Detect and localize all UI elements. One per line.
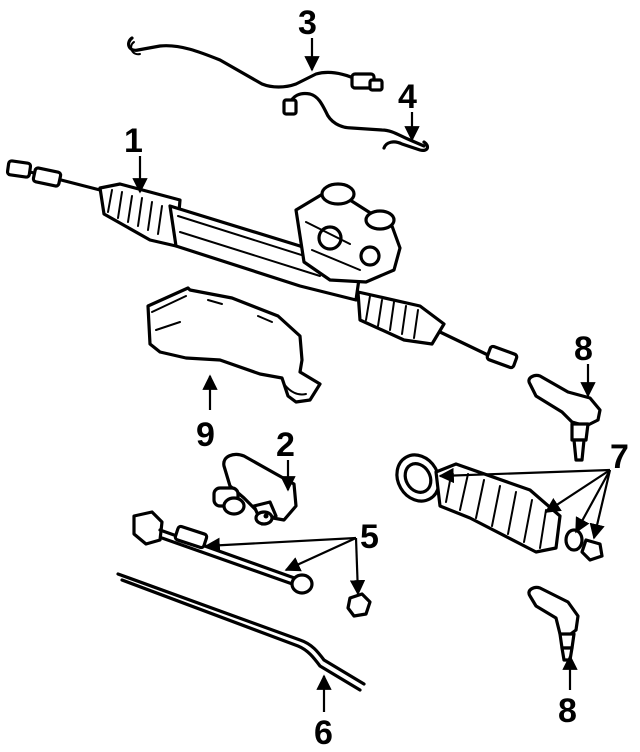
callout-3: 3 <box>298 4 317 42</box>
tie-rod-bar-part <box>116 572 366 692</box>
callout-6: 6 <box>314 714 333 752</box>
callout-1: 1 <box>124 122 143 160</box>
callout-2: 2 <box>276 426 295 464</box>
steering-gear-assembly-part <box>5 159 519 370</box>
callout-7: 7 <box>610 438 629 476</box>
leader-5c <box>349 537 366 596</box>
leader-5b <box>284 536 357 572</box>
callout-4: 4 <box>398 78 417 116</box>
callout-5: 5 <box>360 518 379 556</box>
leader-7a <box>438 467 611 484</box>
leader-lines <box>132 38 612 712</box>
boot-kit-part <box>395 453 604 562</box>
tie-rod-end-upper-part <box>527 373 602 462</box>
leader-7c <box>575 469 611 534</box>
callout-8-top: 8 <box>574 330 593 368</box>
leader-5a <box>204 536 357 553</box>
callout-8-bottom: 8 <box>558 692 577 730</box>
return-line-part <box>282 91 430 152</box>
leader-7b <box>544 469 611 513</box>
pressure-line-part <box>127 36 384 92</box>
callout-9: 9 <box>196 416 215 454</box>
callout-numbers: 1 3 4 8 9 2 7 5 6 8 <box>124 4 629 752</box>
valve-fitting-part <box>212 452 298 526</box>
inner-tie-rod-part <box>132 510 372 618</box>
heat-shield-part <box>146 286 322 404</box>
leader-7d <box>589 469 612 540</box>
tie-rod-end-lower-part <box>527 585 580 662</box>
